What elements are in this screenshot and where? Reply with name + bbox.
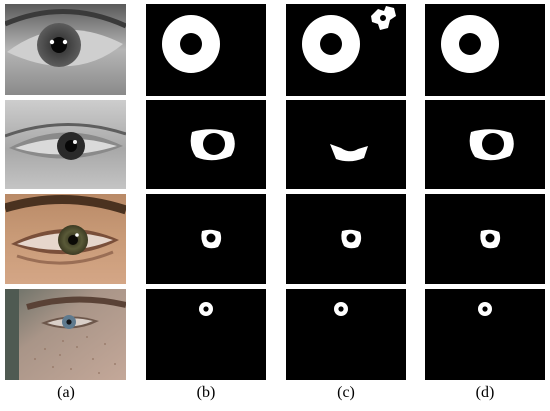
mask-c-row-1: [286, 4, 406, 96]
mask-d-row-3: [425, 194, 545, 284]
mask-c-row-4: [286, 289, 406, 380]
mask-b-row-3: [146, 194, 266, 284]
eye-photo-row-4: [5, 289, 126, 380]
eye-photo-row-1: [5, 4, 126, 95]
mask-c-row-2: [286, 100, 406, 189]
panel-label-c: (c): [337, 384, 355, 401]
panel-label-a: (a): [57, 384, 75, 401]
mask-b-row-2: [146, 100, 266, 189]
mask-b-row-4: [146, 289, 266, 380]
panel-label-d: (d): [475, 384, 495, 401]
eye-photo-row-3: [5, 194, 126, 284]
panel-label-b: (b): [196, 384, 216, 401]
mask-d-row-2: [425, 100, 545, 189]
mask-c-row-3: [286, 194, 406, 284]
mask-b-row-1: [146, 4, 266, 96]
mask-d-row-4: [425, 289, 545, 380]
eye-photo-row-2: [5, 100, 126, 189]
mask-d-row-1: [425, 4, 545, 96]
